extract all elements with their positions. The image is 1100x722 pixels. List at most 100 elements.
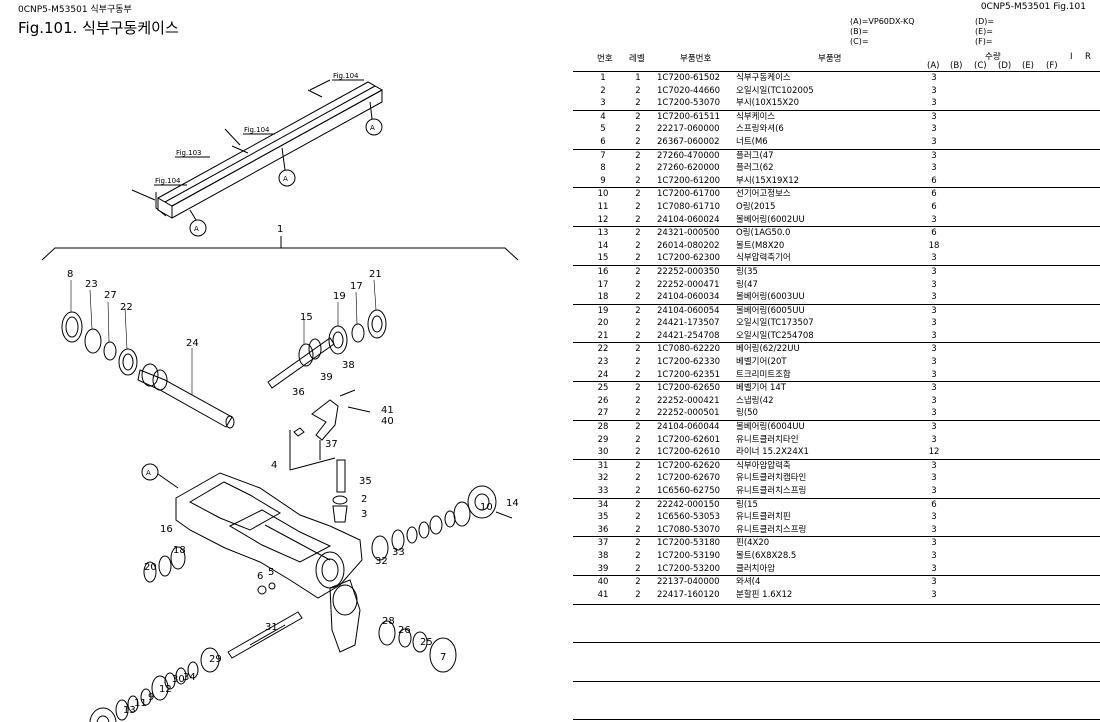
callout-32: 32 — [375, 556, 388, 567]
cell-qty: 3 — [931, 589, 937, 600]
header-qty-e: (E) — [1022, 61, 1035, 71]
cell-no: 34 — [597, 499, 609, 510]
cell-no: 2 — [600, 85, 606, 96]
callout-3: 3 — [361, 509, 367, 520]
cell-part-no: 26014-080202 — [657, 240, 720, 251]
cell-name: 식부아암압력축 — [736, 460, 791, 471]
cell-no: 1 — [600, 73, 606, 83]
cell-no: 5 — [600, 124, 606, 135]
cell-name: 볼베어링(6004UU — [736, 422, 805, 433]
callout-8: 8 — [67, 269, 73, 280]
cell-level: 2 — [635, 577, 641, 588]
cell-part-no: 1C7200-53070 — [657, 98, 721, 109]
callout-10: 10 — [480, 502, 493, 513]
cell-no: 35 — [597, 512, 609, 523]
cell-part-no: 1C7200-61502 — [657, 73, 721, 83]
cell-qty: 3 — [931, 318, 937, 329]
cell-part-no: 24104-060034 — [657, 292, 720, 303]
header-no: 번호 — [597, 54, 613, 64]
blank-row-line — [573, 642, 1100, 643]
cell-part-no: 1C7200-53190 — [657, 550, 721, 561]
cell-name: 트크리미트조합 — [736, 369, 791, 380]
parts-table: 번호 레벨 부품번호 부품명 수량 (A) (B) (C) (D) (E) (F… — [573, 50, 1100, 601]
callout-13: 13 — [123, 705, 136, 716]
cell-part-no: 1C6560-62750 — [657, 486, 721, 496]
cell-qty: 3 — [931, 85, 937, 96]
cell-name: 선기어고정보스 — [736, 189, 791, 200]
cell-no: 17 — [597, 279, 609, 290]
legend-line: (F)= — [975, 37, 993, 46]
header-level: 레벨 — [629, 54, 645, 64]
cell-name: 볼트(M8X20 — [736, 240, 785, 251]
cell-part-no: 1C7200-53200 — [657, 563, 721, 574]
cell-no: 27 — [597, 408, 609, 419]
callout-16: 16 — [160, 524, 173, 535]
cell-part-no: 24104-060044 — [657, 422, 720, 433]
callout-1: 1 — [277, 224, 283, 235]
cell-no: 14 — [597, 240, 609, 251]
cell-qty: 3 — [931, 124, 937, 135]
cell-name: 유니트클러치캠타인 — [736, 473, 807, 484]
cell-qty: 3 — [931, 460, 937, 471]
cell-name: 분할핀 1.6X12 — [736, 589, 793, 600]
cell-part-no: 22252-000350 — [657, 266, 720, 277]
cell-qty: 3 — [931, 357, 937, 368]
cell-name: 라이너 15.2X24X1 — [736, 447, 809, 458]
cell-no: 36 — [597, 524, 609, 535]
cell-qty: 3 — [931, 473, 937, 484]
cell-level: 2 — [635, 201, 641, 212]
callout-35: 35 — [359, 476, 372, 487]
cell-no: 7 — [600, 150, 606, 161]
cell-qty: 3 — [931, 344, 937, 355]
cell-part-no: 22417-160120 — [657, 589, 720, 600]
legend-line: (E)= — [975, 27, 993, 36]
cell-qty: 3 — [931, 369, 937, 380]
callout-2: 2 — [361, 494, 367, 505]
exploded-parts-diagram: Fig.104 Fig.104 Fig.103 Fig.104 A A A A … — [41, 72, 519, 722]
cell-part-no: 1C7200-62620 — [657, 460, 721, 471]
cell-level: 2 — [635, 563, 641, 574]
cell-qty: 3 — [931, 486, 937, 496]
blank-row-line — [573, 719, 1100, 720]
cell-part-no: 1C7200-62351 — [657, 369, 721, 380]
header-right-code: 0CNP5-M53501 Fig.101 — [980, 2, 1086, 12]
callout-12: 12 — [159, 684, 172, 695]
cell-level: 2 — [635, 357, 641, 368]
cell-part-no: 22252-000501 — [657, 408, 720, 419]
cell-qty: 3 — [931, 305, 937, 316]
cell-level: 2 — [635, 383, 641, 394]
cell-part-no: 1C7200-62330 — [657, 357, 721, 368]
cell-qty: 3 — [931, 395, 937, 406]
fig-ref-label: Fig.104 — [244, 126, 270, 134]
cell-no: 12 — [597, 214, 609, 225]
cell-name: 클러치아암 — [736, 563, 776, 574]
cell-level: 2 — [635, 344, 641, 355]
cell-no: 30 — [597, 447, 609, 458]
cell-part-no: 24321-000500 — [657, 228, 720, 239]
cell-level: 2 — [635, 589, 641, 600]
cell-no: 23 — [597, 357, 609, 368]
cell-qty: 3 — [931, 577, 937, 588]
model-legend-left: (A)=VP60DX-KQ (B)= (C)= — [850, 17, 915, 47]
cell-level: 1 — [635, 73, 641, 83]
cell-level: 2 — [635, 150, 641, 161]
fig-ref-label: Fig.104 — [155, 177, 181, 185]
cell-name: 유니트클러치스프링 — [736, 486, 807, 496]
cell-level: 2 — [635, 447, 641, 458]
cell-no: 26 — [597, 395, 609, 406]
callout-26: 26 — [398, 625, 411, 636]
cell-name: 베벨기어(20T — [736, 357, 787, 368]
cell-no: 33 — [597, 486, 609, 496]
callout-7: 7 — [440, 652, 446, 663]
